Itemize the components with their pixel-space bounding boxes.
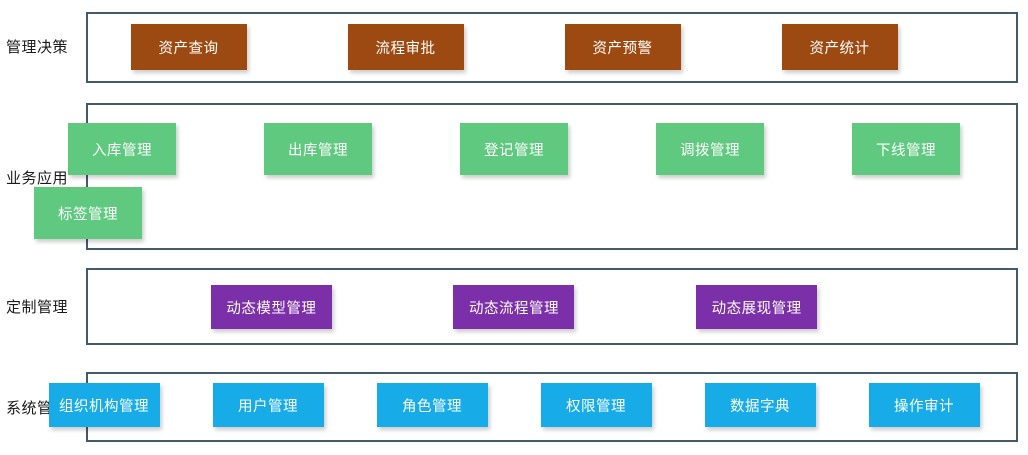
- node-row-custom-management: 动态模型管理 动态流程管理 动态展现管理: [0, 285, 1028, 329]
- node-row-business-application-secondary: 标签管理: [0, 187, 1028, 239]
- node-offline-management[interactable]: 下线管理: [852, 123, 960, 175]
- node-asset-query[interactable]: 资产查询: [130, 24, 247, 70]
- node-dynamic-process-management[interactable]: 动态流程管理: [453, 285, 575, 329]
- node-inbound-management[interactable]: 入库管理: [68, 123, 176, 175]
- node-outbound-management[interactable]: 出库管理: [264, 123, 372, 175]
- node-registration-management[interactable]: 登记管理: [460, 123, 568, 175]
- node-operation-audit[interactable]: 操作审计: [868, 383, 980, 427]
- node-permission-management[interactable]: 权限管理: [540, 383, 652, 427]
- node-role-management[interactable]: 角色管理: [376, 383, 488, 427]
- node-row-management-decision: 资产查询 流程审批 资产预警 资产统计: [0, 24, 1028, 70]
- layer-label-custom-management: 定制管理: [6, 298, 69, 316]
- node-transfer-management[interactable]: 调拨管理: [656, 123, 764, 175]
- node-row-business-application-primary: 入库管理 出库管理 登记管理 调拨管理 下线管理: [0, 123, 1028, 175]
- node-asset-alert[interactable]: 资产预警: [564, 24, 681, 70]
- node-tag-management[interactable]: 标签管理: [34, 187, 142, 239]
- node-process-approval[interactable]: 流程审批: [347, 24, 464, 70]
- node-dynamic-model-management[interactable]: 动态模型管理: [210, 285, 332, 329]
- layer-label-business-application: 业务应用: [6, 169, 69, 187]
- node-row-system-management: 组织机构管理 用户管理 角色管理 权限管理 数据字典 操作审计: [0, 383, 1028, 427]
- node-dynamic-presentation-management[interactable]: 动态展现管理: [696, 285, 818, 329]
- layer-label-management-decision: 管理决策: [6, 38, 69, 56]
- node-asset-statistics[interactable]: 资产统计: [781, 24, 898, 70]
- node-data-dictionary[interactable]: 数据字典: [704, 383, 816, 427]
- node-user-management[interactable]: 用户管理: [212, 383, 324, 427]
- node-organization-management[interactable]: 组织机构管理: [48, 383, 160, 427]
